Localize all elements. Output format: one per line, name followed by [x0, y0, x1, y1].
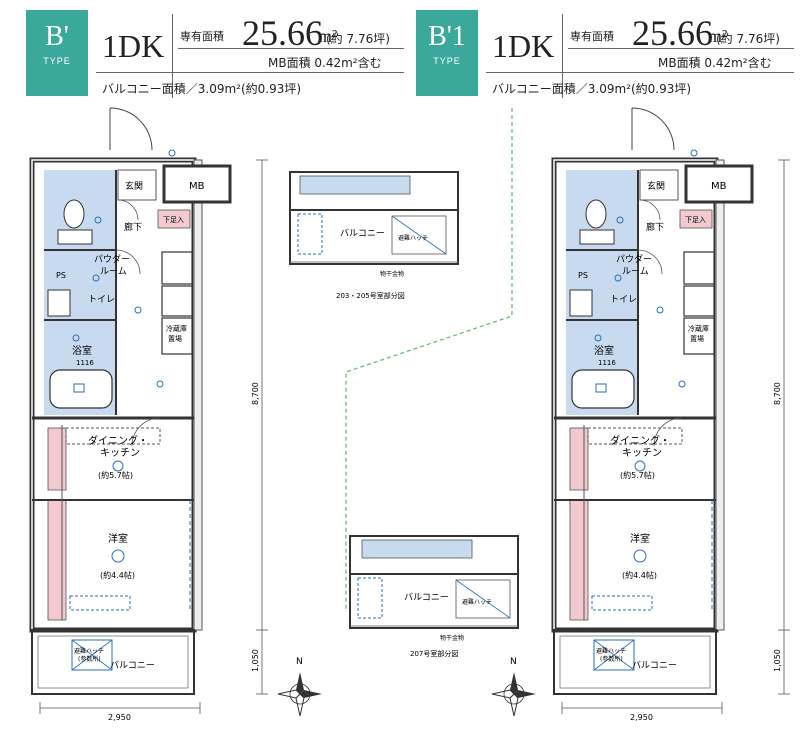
- detail-balcony-label: バルコニー: [404, 592, 449, 603]
- balcony-label: バルコニー: [110, 660, 155, 671]
- width-dimension: 2,950: [108, 713, 131, 722]
- detail-hatch-label: 避難ハッチ: [398, 234, 428, 242]
- powder-room-label: ルーム: [622, 266, 649, 277]
- fridge-label: 冷蔵庫: [166, 324, 187, 333]
- north-compass-icon: [491, 672, 536, 717]
- area-unit: m²: [318, 26, 338, 46]
- detail-caption: 207号室部分図: [410, 649, 458, 658]
- height-dimension: 8,700: [773, 382, 782, 405]
- height-dimension: 8,700: [251, 382, 260, 405]
- north-label: N: [296, 657, 303, 667]
- toilet-label: トイレ: [610, 295, 637, 305]
- bath-size-label: 1116: [76, 359, 94, 367]
- type-label: TYPE: [43, 56, 71, 66]
- area-tsubo: (約 7.76坪): [716, 32, 780, 46]
- unit-header-left: B' TYPE 1DK 専有面積 25.66 m² (約 7.76坪) MB面積…: [0, 0, 404, 100]
- area-value: 25.66: [242, 13, 323, 53]
- powder-room-label: パウダー: [616, 253, 652, 265]
- hatch-label: 避難ハッチ: [596, 647, 626, 655]
- powder-room-label: パウダー: [94, 253, 130, 265]
- hatch-note-label: (参数所): [78, 655, 101, 663]
- balcony-dimension: 1,050: [251, 649, 260, 672]
- western-size-label: (約4.4帖): [622, 570, 657, 580]
- hatch-label: 避難ハッチ: [74, 647, 104, 655]
- layout-label: 1DK: [102, 28, 165, 64]
- hallway-label: 廊下: [646, 221, 664, 233]
- dining-label: ダイニング・: [88, 434, 148, 447]
- fridge-label: 置場: [168, 334, 182, 343]
- balcony-label: バルコニー: [632, 660, 677, 671]
- unit-plan-right: [554, 108, 790, 714]
- type-badge: B' TYPE: [26, 10, 88, 96]
- western-room-label: 洋室: [108, 532, 128, 545]
- area-unit: m²: [708, 26, 728, 46]
- detail-note-label: 物干金物: [380, 270, 404, 278]
- shoebox-label: 下足入: [685, 216, 706, 224]
- powder-room-label: ルーム: [100, 266, 127, 277]
- toilet-label: トイレ: [88, 295, 115, 305]
- rule: [96, 72, 404, 73]
- rule: [178, 48, 404, 49]
- unit-plan-left: [32, 108, 268, 714]
- area-tsubo: (約 7.76坪): [326, 32, 390, 46]
- detail-note-label: 物干金物: [440, 634, 464, 642]
- layout-label: 1DK: [492, 28, 555, 64]
- north-label: N: [510, 657, 517, 667]
- balcony-area: バルコニー面積／3.09m²(約0.93坪): [492, 82, 692, 96]
- dining-size-label: (約5.7帖): [620, 470, 655, 480]
- shoebox-label: 下足入: [163, 216, 184, 224]
- mb-label: MB: [711, 181, 727, 192]
- detail-plan-207: [349, 535, 519, 629]
- bath-size-label: 1116: [598, 359, 616, 367]
- fridge-label: 置場: [690, 334, 704, 343]
- rule: [486, 72, 794, 73]
- ps-label: PS: [578, 271, 588, 280]
- bathroom-label: 浴室: [72, 344, 92, 357]
- mb-label: MB: [189, 181, 205, 192]
- dining-size-label: (約5.7帖): [98, 470, 133, 480]
- detail-caption: 203・205号室部分図: [336, 291, 405, 300]
- detail-balcony-label: バルコニー: [340, 228, 385, 239]
- divider: [562, 14, 563, 98]
- hallway-label: 廊下: [124, 221, 142, 233]
- type-badge: B'1 TYPE: [416, 10, 478, 96]
- fridge-label: 冷蔵庫: [688, 324, 709, 333]
- balcony-dimension: 1,050: [773, 649, 782, 672]
- area-value: 25.66: [632, 13, 713, 53]
- entrance-label: 玄関: [125, 180, 143, 192]
- area-label: 専有面積: [180, 30, 224, 43]
- hatch-note-label: (参数所): [600, 655, 623, 663]
- dining-label: ダイニング・: [610, 434, 670, 447]
- ps-label: PS: [56, 271, 66, 280]
- detail-plan-203-205: [289, 171, 459, 265]
- mb-area: MB面積 0.42m²含む: [268, 56, 382, 70]
- rule: [568, 48, 794, 49]
- boundary-dashed-line: [345, 108, 513, 612]
- area-label: 専有面積: [570, 30, 614, 43]
- width-dimension: 2,950: [630, 713, 653, 722]
- detail-hatch-label: 避難ハッチ: [462, 598, 492, 606]
- entrance-label: 玄関: [647, 180, 665, 192]
- unit-header-right: B'1 TYPE 1DK 専有面積 25.66 m² (約 7.76坪) MB面…: [390, 0, 800, 100]
- dining-label: キッチン: [622, 447, 662, 459]
- mb-area: MB面積 0.42m²含む: [658, 56, 772, 70]
- balcony-area: バルコニー面積／3.09m²(約0.93坪): [102, 82, 302, 96]
- bathroom-label: 浴室: [594, 344, 614, 357]
- type-label: TYPE: [433, 56, 461, 66]
- dining-label: キッチン: [100, 447, 140, 459]
- western-room-label: 洋室: [630, 532, 650, 545]
- north-compass-icon: [277, 672, 322, 717]
- divider: [172, 14, 173, 98]
- type-code: B'1: [428, 21, 466, 52]
- type-code: B': [45, 21, 69, 52]
- western-size-label: (約4.4帖): [100, 570, 135, 580]
